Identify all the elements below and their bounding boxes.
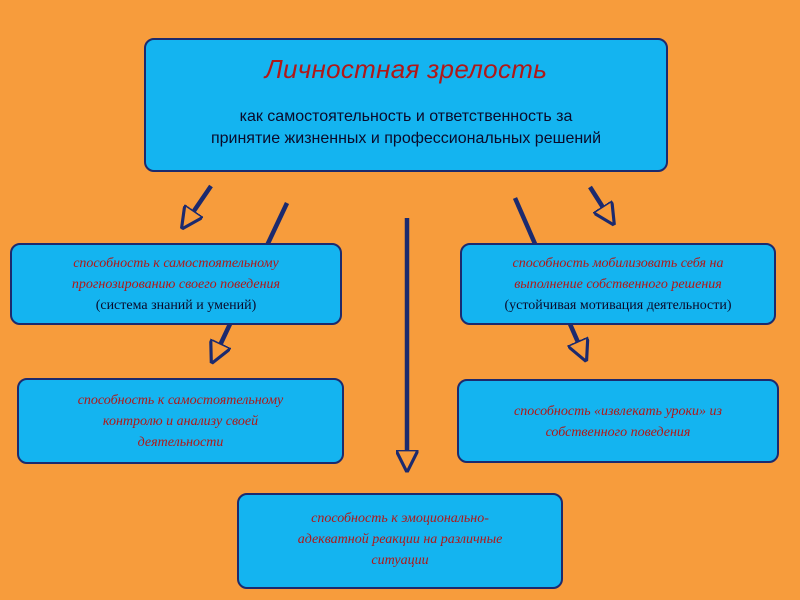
arrow-to-right-top (588, 185, 611, 220)
forecasting-line-1: способность к самостоятельному (73, 256, 279, 271)
emotional-line-3: ситуации (371, 553, 429, 568)
mobilization-line-2: выполнение собственного решения (514, 277, 722, 292)
forecasting-line-2: прогнозированию своего поведения (71, 277, 281, 292)
diagram-title: Личностная зрелость (264, 54, 548, 84)
mobilization-ability-box: способность мобилизовать себя на выполне… (460, 243, 776, 325)
learn-lessons-line-1: способность «извлекать уроки» из (513, 404, 722, 419)
emotional-line-2: адекватной реакции на различные (297, 532, 503, 547)
arrow-to-left-top (185, 184, 213, 224)
learn-lessons-line-2: собственного поведения (545, 425, 691, 440)
self-control-line-1: способность к самостоятельному (77, 393, 284, 408)
forecasting-ability-box: способность к самостоятельному прогнозир… (10, 243, 342, 325)
personal-maturity-box: Личностная зрелость как самостоятельност… (144, 38, 668, 172)
learn-lessons-ability-box: способность «извлекать уроки» из собстве… (457, 379, 779, 463)
emotional-reaction-ability-box: способность к эмоционально- адекватной р… (237, 493, 563, 589)
subtitle-line-1: как самостоятельность и ответственность … (239, 108, 573, 125)
self-control-line-3: деятельности (137, 435, 224, 450)
self-control-line-2: контролю и анализу своей (102, 414, 259, 429)
mobilization-line-3: (устойчивая мотивация деятельности) (504, 298, 732, 313)
mobilization-line-1: способность мобилизовать себя на (512, 256, 724, 271)
forecasting-line-3: (система знаний и умений) (95, 298, 257, 313)
self-control-ability-box: способность к самостоятельному контролю … (17, 378, 344, 464)
emotional-line-1: способность к эмоционально- (311, 511, 489, 526)
subtitle-line-2: принятие жизненных и профессиональных ре… (210, 130, 602, 147)
diagram-subtitle: как самостоятельность и ответственность … (156, 106, 656, 150)
